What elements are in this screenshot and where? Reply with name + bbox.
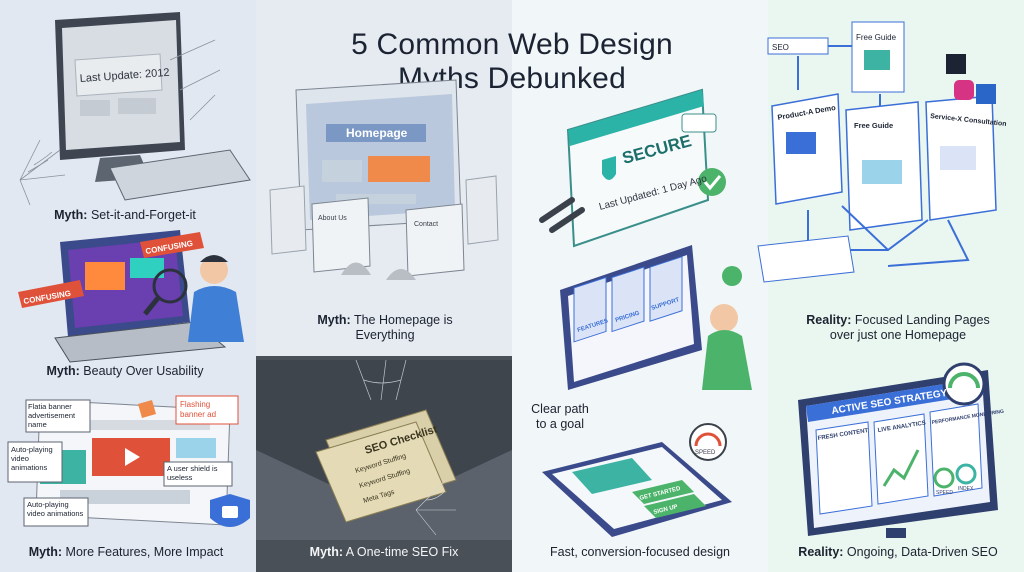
landing-pages-illustration: SEO Free Guide Product-A Demo Free Guide… [757,21,1007,283]
page-free-guide: Free Guide [854,121,893,130]
clear-path-laptop-illustration: FEATURES PRICING SUPPORT [560,245,752,390]
homepage-monitor-illustration: Homepage About Us Contact [269,79,499,280]
caption-seo-fix: Myth: A One-time SEO Fix [309,545,459,559]
cta-sign-up: SIGN UP [653,504,678,516]
contact-label: Contact [414,221,438,228]
caption-landing: Reality: Focused Landing Pages over just… [806,313,990,342]
title-line-1: 5 Common Web Design [351,28,673,61]
caption-ongoing: Reality: Ongoing, Data-Driven SEO [798,545,998,559]
gauge-index: INDEX [958,486,974,492]
caption-beauty: Myth: Beauty Over Usability [46,364,204,378]
cluttered-page-illustration [7,395,250,527]
caption-features: Myth: More Features, More Impact [28,545,224,559]
note-banner-name: Flatia banner advertisement name [28,402,76,429]
search-label: SEO [772,43,789,52]
note-autoplay-1: Auto-playing video animations [11,445,53,472]
caption-clear-path: Clear path to a goal [531,402,589,431]
free-guide-top: Free Guide [856,33,897,42]
note-autoplay-2: Auto-playing video animations [27,500,84,518]
about-us-label: About Us [318,215,347,222]
seo-checklist-illustration: SEO Checklist Keyword Stuffing Keyword S… [256,359,512,540]
caption-homepage: Myth: The Homepage is Everything [317,313,453,342]
homepage-label: Homepage [346,126,408,140]
caption-set-forget: Myth: Set-it-and-Forget-it [54,208,196,222]
confusing-laptop-illustration: CONFUSING CONFUSING [18,230,244,363]
secure-monitor-illustration: SECURE Last Updated: 1 Day Ago [539,88,726,248]
speed-gauge-label: SPEED [695,450,716,456]
seo-dashboard-illustration: ACTIVE SEO STRATEGY FRESH CONTENT LIVE A… [798,362,1004,538]
caption-fast: Fast, conversion-focused design [550,545,730,559]
fast-phone-illustration: SPEED GET STARTED SIGN UP [542,423,732,537]
gauge-speed: SPEED [936,490,953,496]
old-monitor-illustration: Last Update: 2012 [19,12,251,206]
note-flashing-banner: Flashing banner ad [180,400,217,419]
note-shield-useless: A user shield is useless [167,464,218,482]
